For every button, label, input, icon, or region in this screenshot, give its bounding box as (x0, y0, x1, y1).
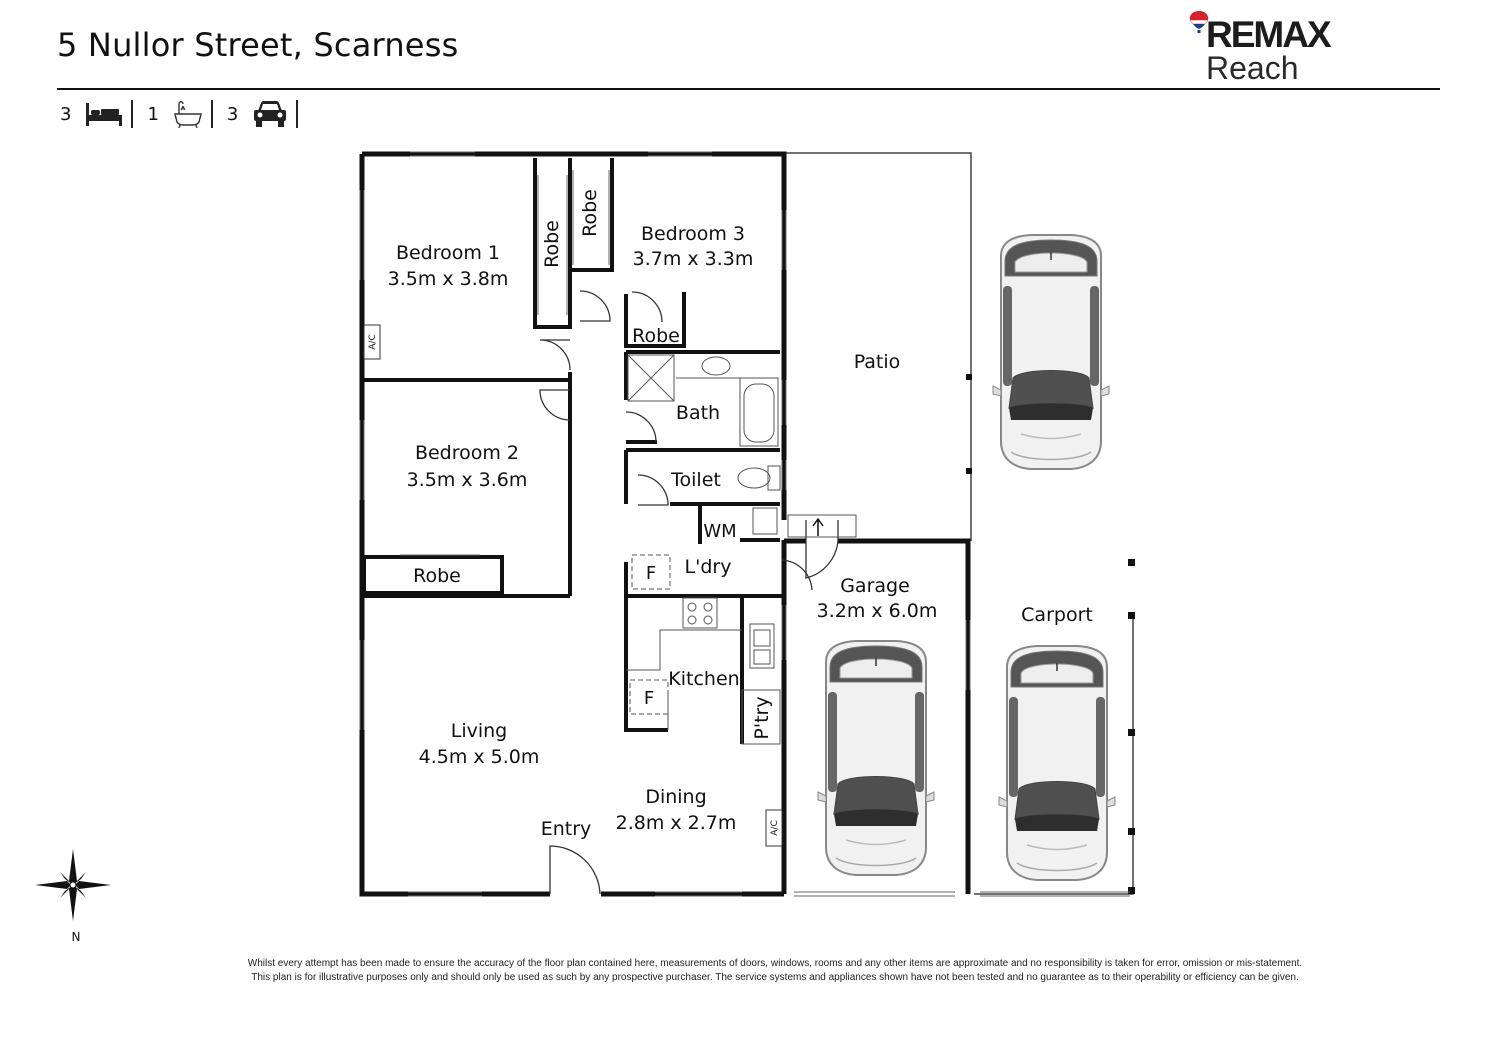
car-carport (998, 645, 1116, 881)
patio-outline (784, 152, 972, 541)
property-stats: 3 1 3 (60, 97, 312, 131)
bedroom2-robe (362, 555, 504, 595)
bath-name: Bath (676, 402, 720, 424)
carport-post (1128, 887, 1135, 894)
windows (359, 151, 1130, 897)
wm-label: WM (703, 521, 736, 542)
fridge-space (629, 679, 669, 715)
fixtures (626, 354, 781, 745)
bed-icon (86, 103, 123, 126)
bedroom1-size: 3.5m x 3.8m (388, 268, 509, 290)
laundry-name: L'dry (685, 556, 732, 578)
step (787, 514, 857, 538)
carport-post (1128, 612, 1135, 619)
car-garage (817, 640, 935, 876)
dining-name: Dining (645, 786, 706, 808)
fridge-label: F (644, 688, 654, 709)
carport-post (1128, 559, 1135, 566)
disclaimer-line1: Whilst every attempt has been made to en… (247, 958, 1303, 969)
stat-separator (131, 100, 134, 128)
patio-post (966, 468, 972, 474)
stat-separator (296, 100, 299, 128)
entry-arrow-icon (812, 517, 824, 536)
kitchen-name: Kitchen (668, 668, 739, 690)
fridge-label: F (646, 563, 656, 584)
stat-bedrooms: 3 (60, 100, 147, 128)
disclaimer-line2: This plan is for illustrative purposes o… (251, 972, 1299, 983)
patio-post (966, 374, 972, 380)
living-size: 4.5m x 5.0m (419, 746, 540, 768)
compass-north-label: N (72, 930, 81, 944)
bathrooms-count: 1 (147, 103, 159, 125)
dining-size: 2.8m x 2.7m (616, 812, 737, 834)
bedroom3-size: 3.7m x 3.3m (633, 248, 754, 270)
bedroom3-name: Bedroom 3 (641, 223, 745, 245)
door-swings (539, 290, 839, 895)
car-icon (254, 101, 287, 127)
cars-count: 3 (226, 103, 239, 125)
robe-label-bed2: Robe (413, 565, 461, 587)
car-patio (992, 234, 1110, 470)
remax-logo: REMAX Reach (1188, 10, 1348, 90)
pantry-label: P'try (751, 696, 773, 739)
ac-unit (765, 809, 783, 847)
property-address-title: 5 Nullor Street, Scarness (57, 26, 459, 64)
exterior-walls (359, 151, 787, 897)
ac-unit (363, 324, 381, 360)
stat-cars: 3 (227, 100, 312, 128)
brand-name: REMAX (1206, 14, 1332, 55)
stat-separator (210, 100, 213, 128)
garage-walls (781, 538, 971, 894)
bedrooms-count: 3 (60, 103, 72, 125)
ac-label: A/C (770, 820, 780, 835)
carport-name: Carport (1021, 604, 1093, 626)
disclaimer: Whilst every attempt has been made to en… (150, 957, 1400, 985)
compass: N (30, 845, 116, 945)
fridge-space (631, 554, 671, 590)
patio-name: Patio (854, 351, 901, 373)
robe-label-bed3: Robe (579, 189, 601, 237)
bedroom1-name: Bedroom 1 (396, 242, 500, 264)
compass-rose-icon: N (35, 849, 111, 944)
garage-size: 3.2m x 6.0m (817, 600, 938, 622)
stat-bathrooms: 1 (147, 100, 226, 128)
bedroom2-size: 3.5m x 3.6m (407, 469, 528, 491)
living-name: Living (451, 720, 508, 742)
bath-icon (174, 101, 202, 128)
carport-post (1128, 729, 1135, 736)
carport-post (1128, 828, 1135, 835)
garage-name: Garage (840, 575, 910, 597)
ac-label: A/C (368, 334, 378, 349)
brand-office: Reach (1206, 50, 1299, 86)
hot-air-balloon-icon (1189, 11, 1209, 33)
robe-label-bed1: Robe (541, 220, 563, 268)
toilet-name: Toilet (670, 469, 721, 491)
entry-name: Entry (541, 818, 592, 840)
robe-label-hall: Robe (632, 325, 680, 347)
header-divider (57, 88, 1440, 90)
bedroom2-name: Bedroom 2 (415, 442, 519, 464)
